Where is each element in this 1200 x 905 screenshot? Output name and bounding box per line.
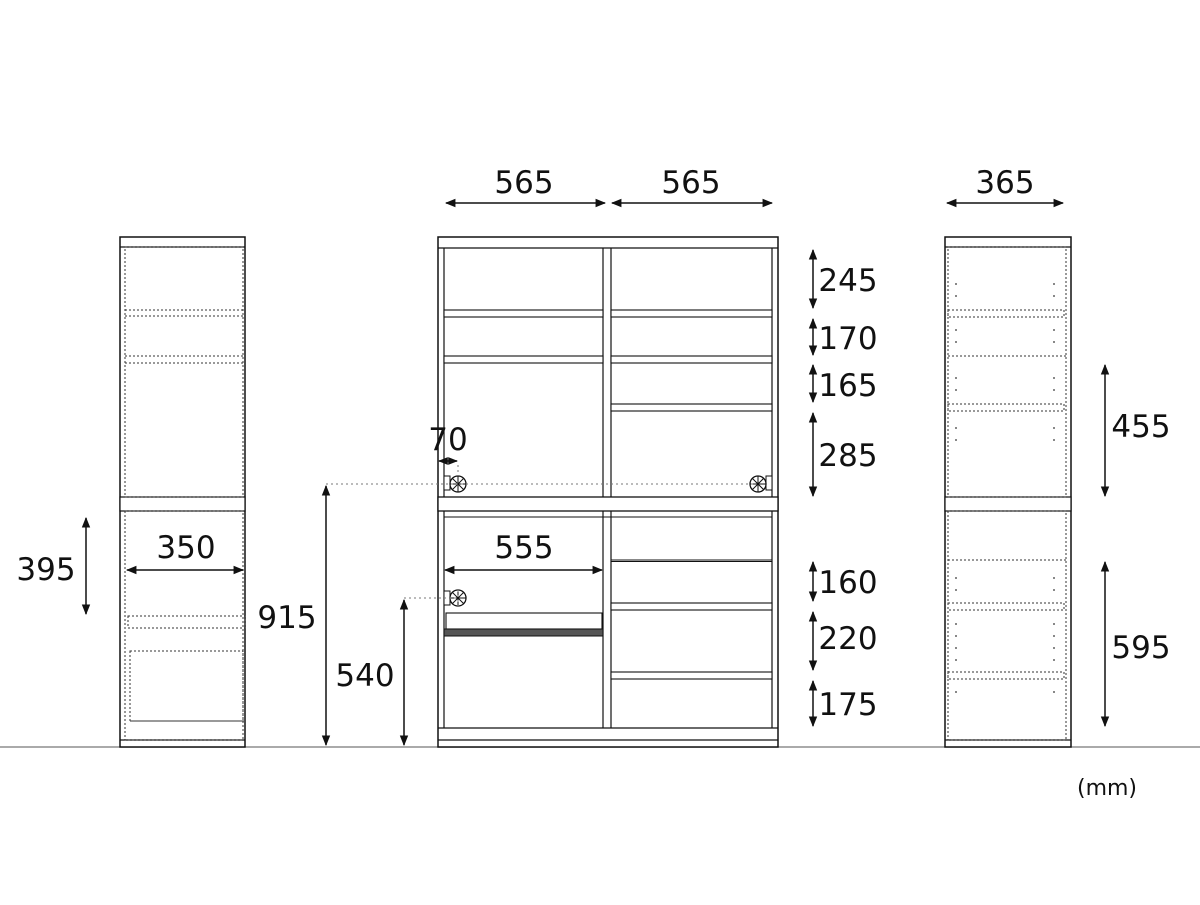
dim-upper-shelf-1-label: 245 xyxy=(818,263,877,299)
front-view xyxy=(437,236,779,748)
dim-drawer-width-label: 555 xyxy=(494,530,553,566)
left-side-view xyxy=(119,236,246,748)
dim-side-lower-height-label: 595 xyxy=(1111,630,1170,666)
dim-outlet-offset-label: 70 xyxy=(428,422,467,458)
dim-top-left-label: 565 xyxy=(494,165,553,201)
dim-side-depth-label: 365 xyxy=(975,165,1034,201)
dim-counter-height-label: 915 xyxy=(257,600,316,636)
dim-top-right-label: 565 xyxy=(661,165,720,201)
outlet-icon-upper-right xyxy=(749,475,773,493)
dim-upper-shelf-2-label: 170 xyxy=(818,321,877,357)
right-side-view xyxy=(944,236,1072,748)
dim-lower-shelf-3-label: 175 xyxy=(818,687,877,723)
dim-lower-shelf-1-label: 160 xyxy=(818,565,877,601)
unit-label: (mm) xyxy=(1077,776,1137,801)
dim-side-upper-height-label: 455 xyxy=(1111,409,1170,445)
dim-upper-shelf-4-label: 285 xyxy=(818,438,877,474)
dim-slide-height-label: 540 xyxy=(335,658,394,694)
dim-left-height-label: 395 xyxy=(16,552,75,588)
dim-upper-shelf-3-label: 165 xyxy=(818,368,877,404)
dim-left-depth-label: 350 xyxy=(156,530,215,566)
dim-lower-shelf-2-label: 220 xyxy=(818,621,877,657)
